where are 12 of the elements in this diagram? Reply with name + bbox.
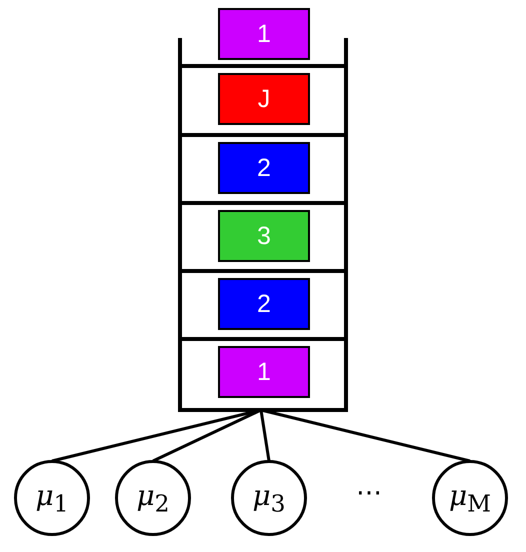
connector-line [260, 410, 270, 462]
server-circle: μ$_{2}$ [115, 460, 191, 536]
server-circle: μ$_{M}$ [432, 460, 508, 536]
queue-job-box: 1 [218, 8, 310, 60]
queue-job-box: 1 [218, 346, 310, 398]
ellipsis-label: ⋯ [356, 478, 382, 508]
server-circle: μ$_{3}$ [231, 460, 307, 536]
server-circle: μ$_{1}$ [14, 460, 90, 536]
queue-job-box: 2 [218, 142, 310, 194]
queue-job-box: 3 [218, 210, 310, 262]
queue-job-box: J [218, 73, 310, 125]
queue-job-box: 2 [218, 278, 310, 330]
